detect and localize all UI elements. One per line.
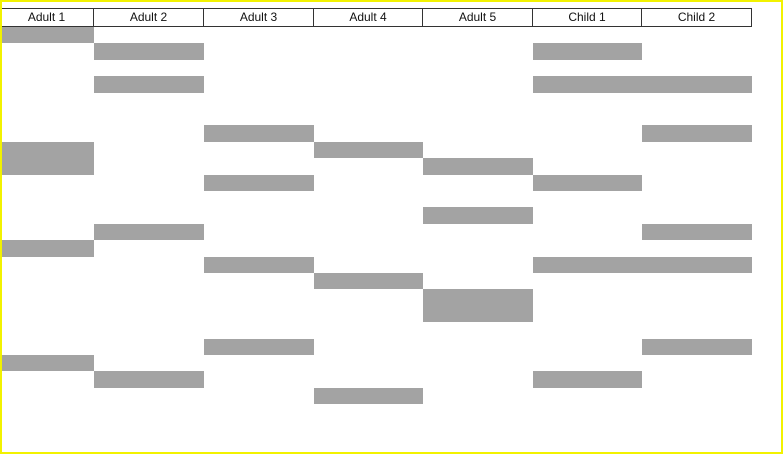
schedule-block[interactable] — [533, 43, 642, 60]
column-header-adult-2[interactable]: Adult 2 — [94, 9, 204, 26]
schedule-grid — [2, 27, 781, 452]
schedule-block[interactable] — [423, 289, 533, 323]
schedule-block[interactable] — [533, 371, 642, 388]
column-header-child-1[interactable]: Child 1 — [533, 9, 642, 26]
schedule-block[interactable] — [204, 174, 314, 191]
schedule-block[interactable] — [314, 273, 423, 290]
schedule-block[interactable] — [94, 223, 204, 241]
schedule-block[interactable] — [642, 338, 752, 355]
schedule-block[interactable] — [314, 387, 423, 405]
schedule-block[interactable] — [2, 141, 94, 175]
column-header-adult-1[interactable]: Adult 1 — [2, 9, 94, 26]
column-header-adult-3[interactable]: Adult 3 — [204, 9, 314, 26]
schedule-block[interactable] — [204, 338, 314, 355]
column-header-adult-5[interactable]: Adult 5 — [423, 9, 533, 26]
schedule-block[interactable] — [642, 223, 752, 241]
schedule-block[interactable] — [2, 355, 94, 372]
schedule-block[interactable] — [204, 256, 314, 273]
schedule-block[interactable] — [94, 371, 204, 388]
schedule-block[interactable] — [204, 125, 314, 142]
schedule-block[interactable] — [2, 240, 94, 257]
schedule-block[interactable] — [642, 125, 752, 142]
schedule-block[interactable] — [94, 43, 204, 60]
schedule-block[interactable] — [423, 207, 533, 224]
schedule-block[interactable] — [533, 76, 752, 93]
column-header-child-2[interactable]: Child 2 — [642, 9, 752, 26]
schedule-block[interactable] — [533, 256, 752, 273]
schedule-block[interactable] — [94, 76, 204, 93]
schedule-block[interactable] — [533, 174, 642, 191]
schedule-block[interactable] — [423, 158, 533, 175]
column-header-adult-4[interactable]: Adult 4 — [314, 9, 423, 26]
schedule-block[interactable] — [2, 27, 94, 44]
schedule-block[interactable] — [314, 141, 423, 159]
